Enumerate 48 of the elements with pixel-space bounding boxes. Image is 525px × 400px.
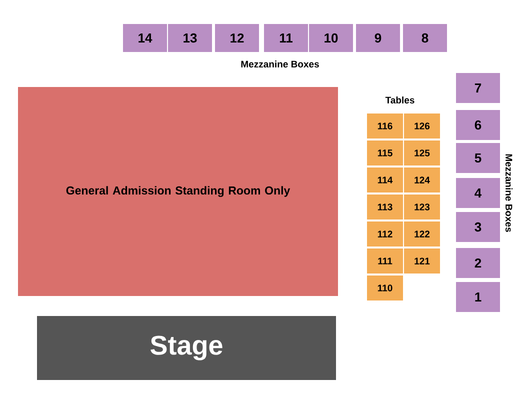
mezzanine-box: 13 [168, 24, 212, 52]
mezzanine-box: 10 [309, 24, 353, 52]
table-section: 115 [367, 140, 403, 166]
node-label: 114 [378, 176, 393, 184]
mezzanine-box: 8 [403, 24, 447, 52]
mezzanine-box: 6 [456, 110, 500, 140]
mezzanine-box: 12 [215, 24, 259, 52]
mezzanine-box: 3 [456, 212, 500, 242]
node-label: 125 [414, 150, 430, 156]
standing-area: General Admission Standing Room Only [18, 87, 338, 296]
table-section: 121 [404, 248, 440, 274]
node-label: 121 [414, 258, 430, 264]
node-label: 13 [184, 33, 197, 43]
table-section: 116 [367, 114, 403, 138]
mezzanine-box: 14 [123, 24, 167, 52]
mezzanine-box: 9 [356, 24, 400, 52]
table-section: 126 [404, 114, 440, 138]
node-label: 10 [324, 33, 338, 43]
mezzanine-box: 7 [456, 73, 500, 103]
mezzanine-box: 5 [456, 143, 500, 173]
node-label: 124 [414, 176, 430, 184]
node-label: 11 [280, 34, 293, 42]
node-label: 115 [378, 150, 392, 156]
node-label: 112 [378, 230, 392, 238]
section-label: Mezzanine Boxes [506, 154, 512, 232]
table-section: 110 [367, 276, 403, 300]
section-label: Mezzanine Boxes [241, 60, 319, 68]
stage: Stage [37, 316, 336, 380]
node-label: 111 [378, 258, 392, 264]
node-label: 14 [138, 34, 152, 42]
mezzanine-box: 4 [456, 178, 500, 208]
node-label: 122 [414, 230, 430, 238]
node-label: 126 [414, 122, 430, 130]
node-label: 123 [414, 204, 430, 210]
table-section: 113 [367, 194, 403, 220]
table-section: 125 [404, 140, 440, 166]
table-section: 122 [404, 222, 440, 246]
section-label: Tables [385, 96, 414, 104]
node-label: 116 [378, 122, 392, 130]
table-section: 114 [367, 168, 403, 192]
table-section: 111 [367, 248, 403, 274]
mezzanine-box: 1 [456, 282, 500, 312]
table-section: 124 [404, 168, 440, 192]
node-label: 113 [378, 204, 392, 210]
table-section: 112 [367, 222, 403, 246]
table-section: 123 [404, 194, 440, 220]
mezzanine-box: 11 [264, 24, 308, 52]
mezzanine-box: 2 [456, 248, 500, 278]
